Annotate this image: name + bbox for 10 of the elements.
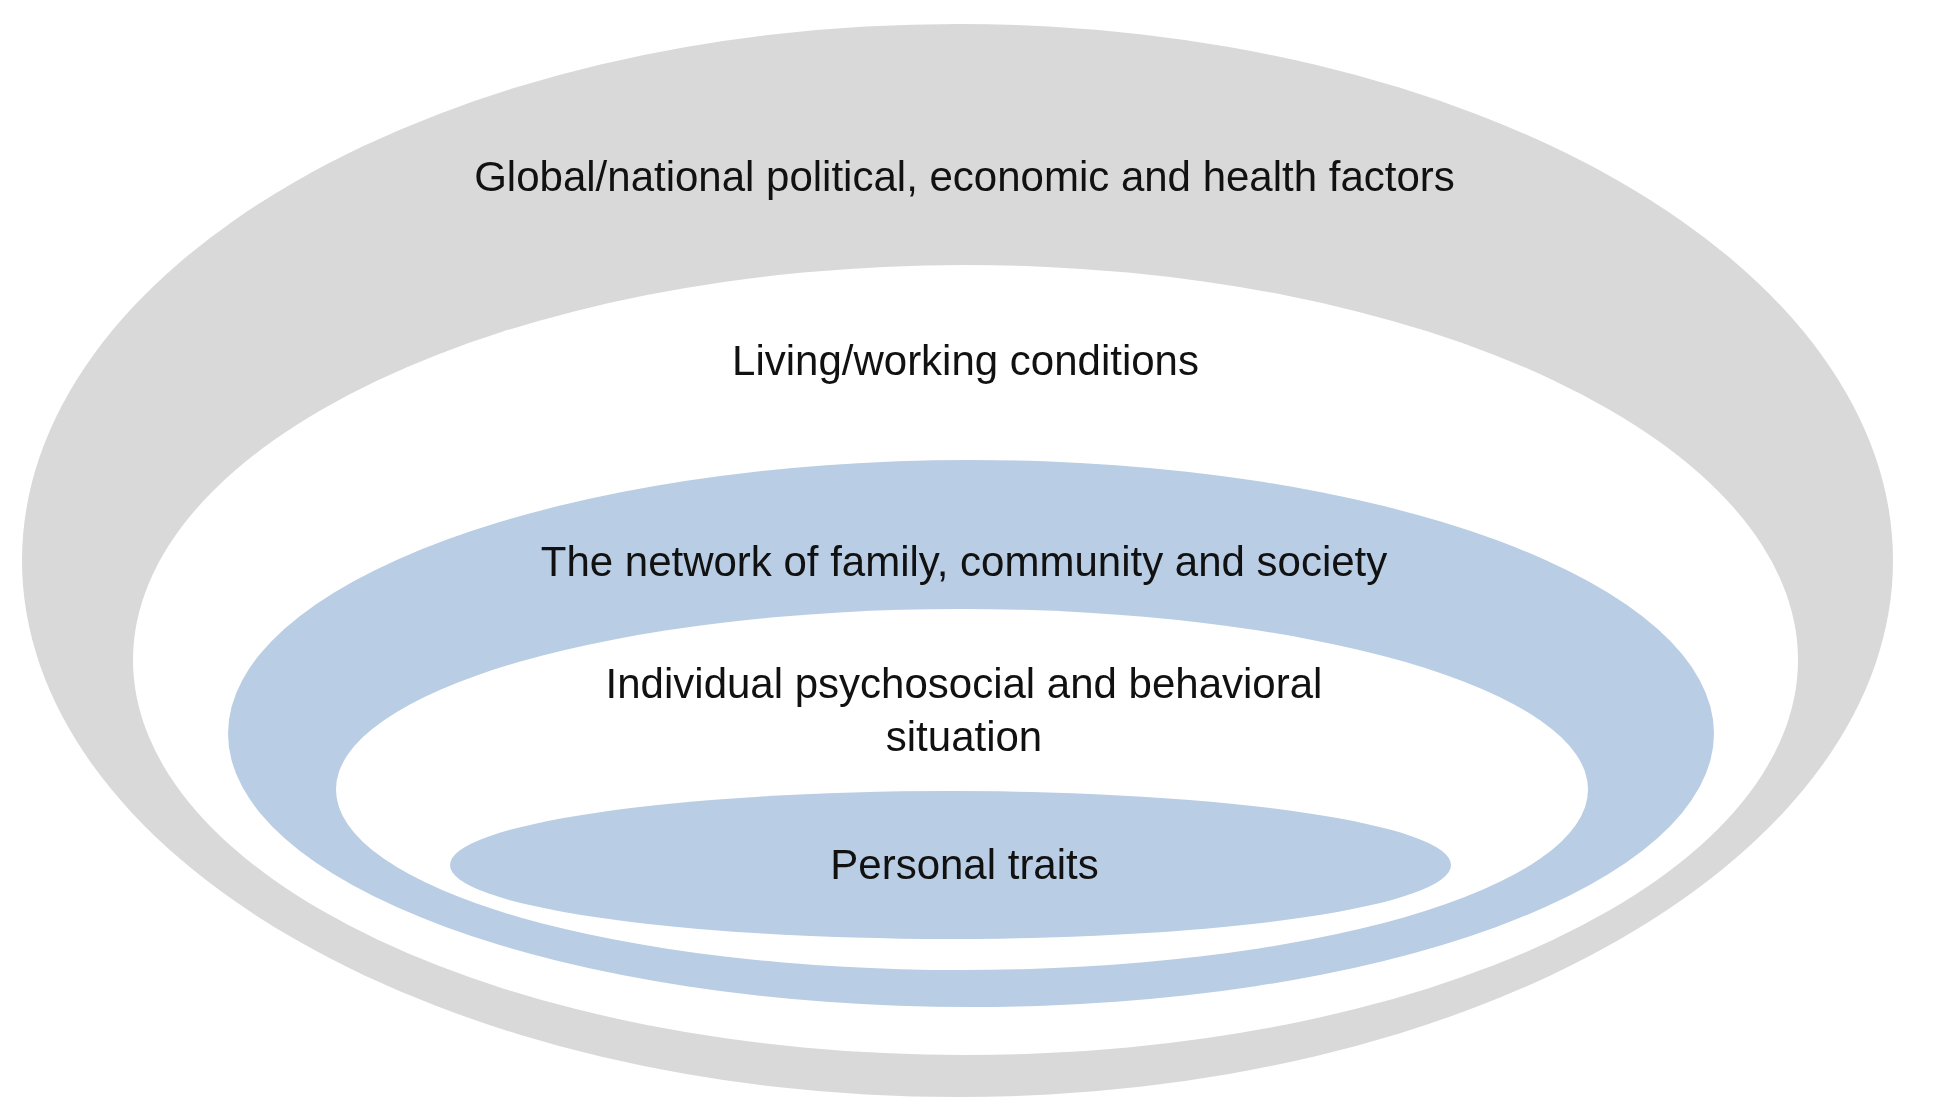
layer-label: Personal traits: [830, 839, 1099, 890]
layer-ellipse: [336, 609, 1588, 970]
layer-label: Global/national political, economic and health factors: [474, 151, 1455, 202]
layer-label: Individual psychosocial and behavioral situation: [604, 658, 1324, 761]
layer-label: The network of family, community and society: [540, 536, 1388, 587]
layer-ellipse: [133, 265, 1798, 1055]
layer-ellipse: [228, 460, 1714, 1007]
layer-ellipse: [22, 24, 1893, 1097]
layer-ellipse: [450, 791, 1451, 939]
layer-label: Living/working conditions: [732, 335, 1199, 386]
